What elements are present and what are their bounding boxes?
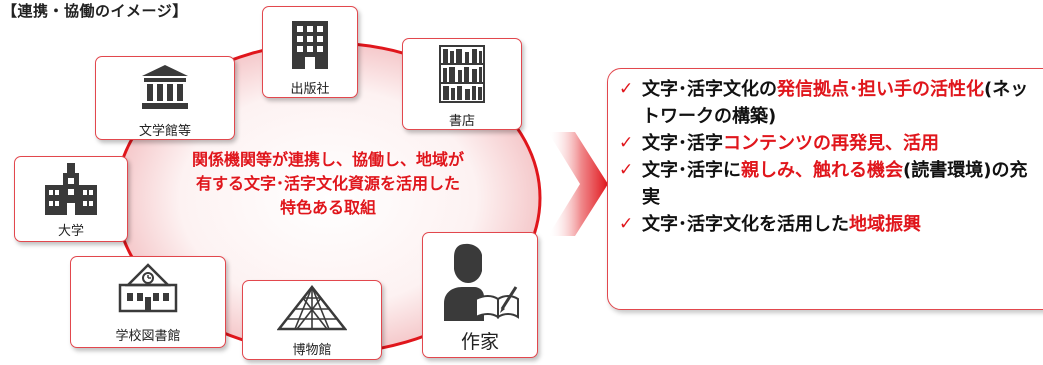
- center-line: 特色ある取組: [279, 198, 376, 217]
- node-publisher: 出版社: [262, 6, 358, 98]
- center-description: 関係機関等が連携し、協働し、地域が 有する文字･活字文化資源を活用した 特色ある…: [158, 148, 498, 220]
- outcome-highlight: 発信拠点･担い手の活性化: [777, 79, 984, 100]
- outcome-highlight: コンテンツの再発見、活用: [723, 133, 939, 154]
- center-line: 関係機関等が連携し、協働し、地域が: [191, 150, 464, 169]
- diagram-title: 【連携・協働のイメージ】: [2, 2, 188, 20]
- outcome-item: ✓ 文字･活字に親しみ、触れる機会(読書環境)の充実: [617, 157, 1043, 211]
- outcome-text: 文字･活字: [642, 133, 723, 154]
- check-icon: ✓: [619, 160, 634, 180]
- outcome-item: ✓ 文字･活字文化の発信拠点･担い手の活性化(ネットワークの構築): [617, 76, 1043, 130]
- outcome-text: (読書環境)の充実: [642, 160, 1028, 208]
- school-icon: [71, 263, 225, 313]
- flow-arrow: [548, 132, 608, 236]
- node-school-library: 学校図書館: [70, 256, 226, 348]
- node-label: 学校図書館: [115, 329, 181, 344]
- building-icon: [263, 21, 357, 69]
- outcome-text: (ネットワークの構築): [642, 79, 1029, 127]
- outcome-text: 文字･活字文化を活用した: [642, 214, 849, 235]
- outcome-item: ✓ 文字･活字コンテンツの再発見、活用: [617, 130, 1043, 157]
- node-label: 出版社: [290, 82, 330, 97]
- center-line: 有する文字･活字文化資源を活用した: [195, 174, 460, 193]
- node-label: 文学館等: [138, 124, 191, 139]
- university-icon: [15, 163, 127, 215]
- outcome-highlight: 親しみ、触れる機会: [741, 160, 903, 181]
- node-bookstore: 書店: [402, 38, 522, 130]
- node-writer: 作家: [422, 232, 538, 358]
- node-label: 作家: [460, 331, 499, 353]
- bookshelf-icon: [403, 45, 521, 103]
- node-label: 博物館: [292, 343, 332, 358]
- pyramid-icon: [243, 285, 381, 331]
- outcome-item: ✓ 文字･活字文化を活用した地域振興: [617, 211, 1043, 238]
- node-museum: 博物館: [242, 280, 382, 360]
- node-label: 書店: [448, 114, 475, 129]
- check-icon: ✓: [619, 214, 634, 234]
- outcomes-list: ✓ 文字･活字文化の発信拠点･担い手の活性化(ネットワークの構築) ✓ 文字･活字コ…: [617, 76, 1043, 238]
- outcome-text: 文字･活字に: [642, 160, 741, 181]
- outcomes-box: [607, 68, 1043, 310]
- node-label: 大学: [57, 224, 84, 239]
- outcome-text: 文字･活字文化の: [642, 79, 777, 100]
- check-icon: ✓: [619, 79, 634, 99]
- outcome-highlight: 地域振興: [849, 214, 921, 235]
- node-literature-museum: 文学館等: [95, 56, 235, 140]
- check-icon: ✓: [619, 133, 634, 153]
- museum-icon: [96, 65, 234, 109]
- writer-icon: [423, 243, 537, 321]
- node-university: 大学: [14, 156, 128, 242]
